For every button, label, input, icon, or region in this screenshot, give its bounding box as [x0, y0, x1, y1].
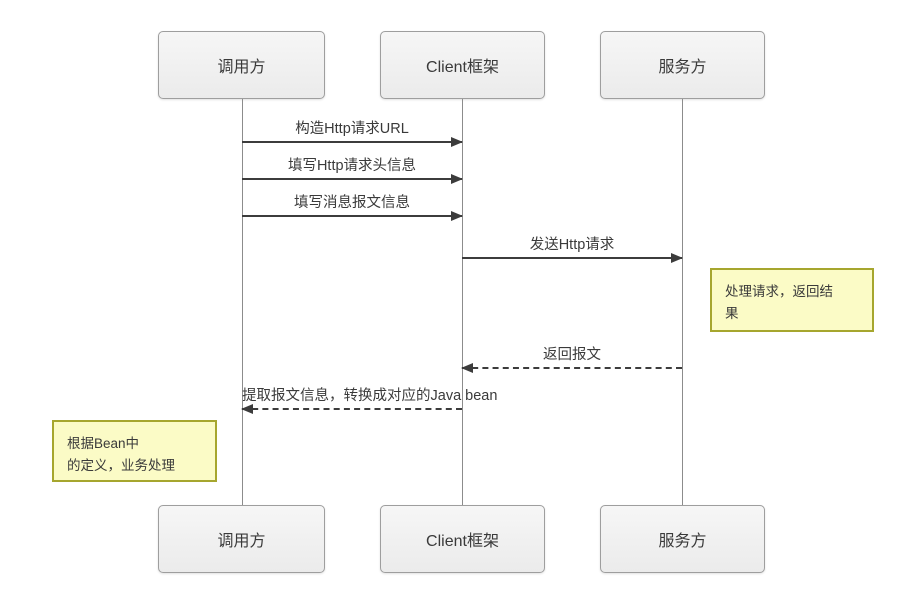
actor-server-bottom-label: 服务方 [658, 533, 707, 550]
actor-server-top: 服务方 [600, 31, 765, 99]
actor-server-top-label: 服务方 [658, 59, 707, 76]
actor-caller-bottom-label: 调用方 [217, 533, 266, 550]
note-server-process: 处理请求，返回结 果 [710, 268, 874, 332]
actor-client-top-label: Client框架 [426, 59, 499, 76]
message-return-payload-label: 返回报文 [543, 346, 601, 363]
lifeline-client [462, 99, 463, 505]
actor-client-bottom-label: Client框架 [426, 533, 499, 550]
message-build-http-url-label: 构造Http请求URL [295, 120, 409, 137]
message-fill-http-headers-label: 填写Http请求头信息 [287, 157, 417, 174]
arrowhead-left-icon [461, 363, 473, 373]
actor-caller-top-label: 调用方 [217, 59, 266, 76]
note-server-process-line-1: 处理请求，返回结 [725, 284, 833, 299]
actor-client-bottom: Client框架 [380, 505, 545, 573]
note-caller-business-line-1: 根据Bean中 [67, 436, 140, 451]
arrowhead-right-icon [451, 137, 463, 147]
actor-caller-bottom: 调用方 [158, 505, 325, 573]
arrowhead-left-icon [241, 404, 253, 414]
note-caller-business-line-2: 的定义，业务处理 [67, 458, 175, 473]
message-line [242, 215, 462, 217]
note-server-process-line-2: 果 [725, 306, 739, 321]
message-fill-message-body-label: 填写消息报文信息 [294, 194, 410, 211]
message-line [242, 178, 462, 180]
message-line [462, 367, 682, 369]
actor-server-bottom: 服务方 [600, 505, 765, 573]
message-line [242, 408, 462, 410]
message-line [242, 141, 462, 143]
actor-client-top: Client框架 [380, 31, 545, 99]
message-send-http-request-label: 发送Http请求 [529, 236, 615, 253]
lifeline-server [682, 99, 683, 505]
arrowhead-right-icon [451, 174, 463, 184]
message-extract-java-bean-label: 提取报文信息，转换成对应的Java bean [242, 387, 498, 404]
note-caller-business: 根据Bean中 的定义，业务处理 [52, 420, 217, 482]
actor-caller-top: 调用方 [158, 31, 325, 99]
lifeline-caller [242, 99, 243, 505]
arrowhead-right-icon [451, 211, 463, 221]
arrowhead-right-icon [671, 253, 683, 263]
message-line [462, 257, 682, 259]
